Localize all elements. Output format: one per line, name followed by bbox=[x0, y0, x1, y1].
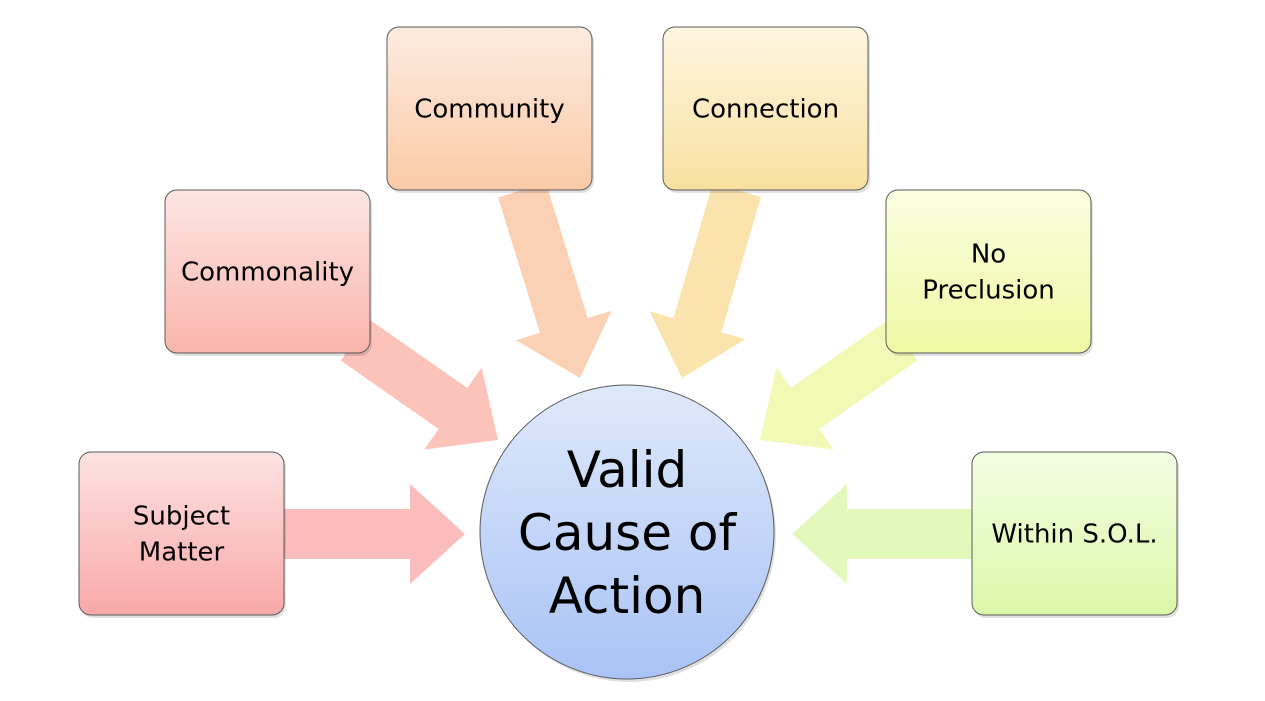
subject-matter-label-line: Subject bbox=[133, 502, 230, 532]
subject-matter-label-line: Matter bbox=[139, 538, 225, 568]
center-circle bbox=[479, 384, 775, 680]
commonality-box: Commonality bbox=[164, 189, 372, 356]
commonality-label-line: Commonality bbox=[181, 258, 354, 288]
connection-label-line: Connection bbox=[692, 95, 839, 125]
commonality-arrow bbox=[340, 319, 498, 450]
no-preclusion-label-line: Preclusion bbox=[922, 276, 1055, 306]
within-sol-label-line: Within S.O.L. bbox=[991, 520, 1157, 550]
connection-box: Connection bbox=[662, 26, 870, 193]
connection-arrow bbox=[649, 183, 761, 378]
no-preclusion-arrow bbox=[760, 319, 918, 450]
center-label-line: Valid bbox=[567, 441, 687, 499]
community-arrow bbox=[498, 182, 612, 378]
center-label-line: Action bbox=[549, 567, 706, 625]
center-label-line: Cause of bbox=[518, 504, 738, 562]
within-sol-box: Within S.O.L. bbox=[971, 451, 1179, 618]
no-preclusion-label-line: No bbox=[971, 240, 1006, 270]
arrows-layer bbox=[284, 182, 972, 584]
community-label-line: Community bbox=[414, 95, 564, 125]
within-sol-arrow bbox=[792, 484, 972, 584]
community-box: Community bbox=[386, 26, 594, 193]
subject-matter-arrow bbox=[284, 484, 465, 584]
